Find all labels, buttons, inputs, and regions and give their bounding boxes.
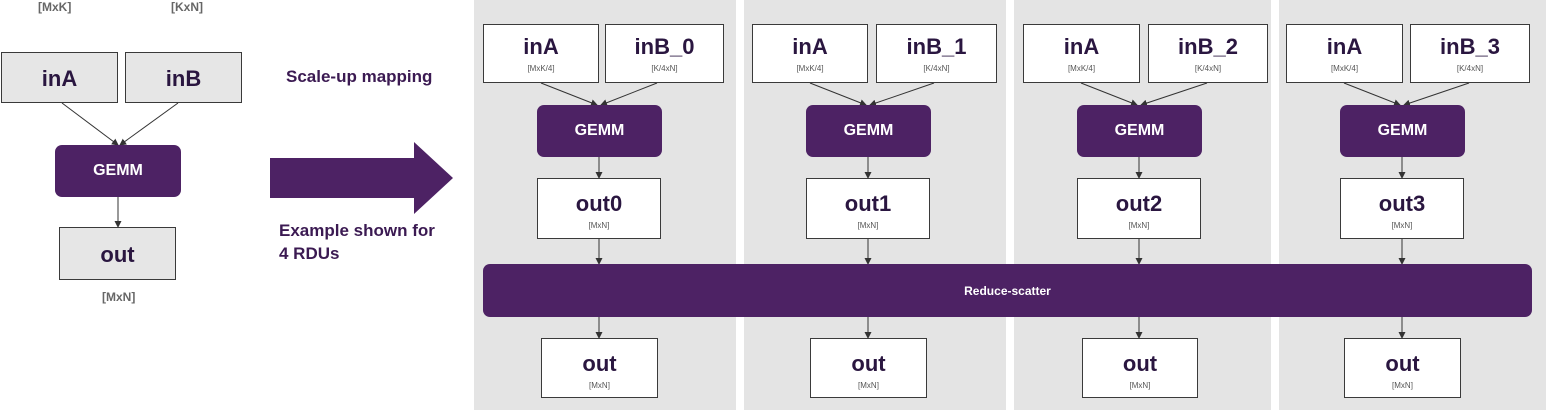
column-2-partial-output-node: out2 [MxN] <box>1077 178 1201 239</box>
node-label: inA <box>792 34 828 59</box>
output-dimension: [MxN] <box>102 290 136 304</box>
op-label: GEMM <box>1114 122 1165 139</box>
node-label: out <box>851 351 886 376</box>
column-3-partial-output-node: out3 [MxN] <box>1340 178 1464 239</box>
node-dimension: [MxN] <box>858 381 879 390</box>
op-label: GEMM <box>843 122 894 139</box>
node-label: out1 <box>844 191 892 216</box>
op-label: GEMM <box>574 122 625 139</box>
reduce-scatter-label: Reduce-scatter <box>964 283 1051 298</box>
node-dimension: [MxK/4] <box>1067 64 1096 73</box>
node-dimension: [MxK/4] <box>796 64 824 73</box>
node-label: inA <box>41 66 78 91</box>
column-3-output-node: out [MxN] <box>1344 338 1461 398</box>
scale-up-arrow-icon <box>270 142 453 214</box>
node-label: out <box>100 242 135 267</box>
node-label: inB_0 <box>634 34 695 59</box>
op-label: GEMM <box>1377 122 1428 139</box>
node-dimension: [MxN] <box>589 381 610 390</box>
node-dimension: [K/4xN] <box>651 64 678 73</box>
node-label: inB <box>165 66 202 91</box>
column-1-input-b-node: inB_1 [K/4xN] <box>876 24 997 83</box>
output-node: out <box>59 227 176 280</box>
column-3-input-a-node: inA [MxK/4] <box>1286 24 1403 83</box>
column-3-input-b-node: inB_3 [K/4xN] <box>1410 24 1530 83</box>
node-label: out <box>582 351 617 376</box>
node-dimension: [MxN] <box>857 221 879 230</box>
gemm-op-node: GEMM <box>55 145 181 197</box>
node-label: out <box>1385 351 1420 376</box>
input-a-dimension: [MxK] <box>38 0 72 14</box>
node-dimension: [K/4xN] <box>1194 64 1222 73</box>
column-1-input-a-node: inA [MxK/4] <box>752 24 868 83</box>
node-dimension: [MxN] <box>1129 381 1151 390</box>
column-1-partial-output-node: out1 [MxN] <box>806 178 930 239</box>
node-label: out3 <box>1378 191 1426 216</box>
input-a-node: inA <box>1 52 118 103</box>
column-0-input-a-node: inA [MxK/4] <box>483 24 599 83</box>
node-label: inB_2 <box>1178 34 1238 59</box>
node-dimension: [MxN] <box>1392 381 1413 390</box>
scale-up-mapping-label: Scale-up mapping <box>286 67 433 86</box>
node-label: inA <box>523 34 559 59</box>
input-b-node: inB <box>125 52 242 103</box>
node-dimension: [K/4xN] <box>923 64 950 73</box>
column-0-partial-output-node: out0 [MxN] <box>537 178 661 239</box>
example-note-line-1: Example shown for <box>279 221 435 240</box>
column-2-output-node: out [MxN] <box>1082 338 1198 398</box>
column-0-input-b-node: inB_0 [K/4xN] <box>605 24 724 83</box>
column-1-output-node: out [MxN] <box>810 338 927 398</box>
node-dimension: [K/4xN] <box>1456 64 1484 73</box>
column-0-gemm-op-node: GEMM <box>537 105 662 157</box>
node-label: inA <box>1063 34 1100 59</box>
column-1-gemm-op-node: GEMM <box>806 105 931 157</box>
node-dimension: [MxN] <box>1128 221 1150 230</box>
node-dimension: [MxK/4] <box>527 64 555 73</box>
example-note-line-2: 4 RDUs <box>279 244 340 263</box>
node-dimension: [MxN] <box>1391 221 1413 230</box>
reduce-scatter-bar: Reduce-scatter <box>483 264 1532 317</box>
column-2-gemm-op-node: GEMM <box>1077 105 1202 157</box>
node-label: out <box>1122 351 1158 376</box>
column-2-input-a-node: inA [MxK/4] <box>1023 24 1140 83</box>
node-dimension: [MxK/4] <box>1330 64 1359 73</box>
node-label: inA <box>1326 34 1363 59</box>
node-label: out0 <box>575 191 623 216</box>
column-0-output-node: out [MxN] <box>541 338 658 398</box>
node-label: inB_1 <box>906 34 967 59</box>
node-dimension: [MxN] <box>588 221 610 230</box>
op-label: GEMM <box>93 162 143 179</box>
column-3-gemm-op-node: GEMM <box>1340 105 1465 157</box>
node-label: inB_3 <box>1440 34 1500 59</box>
column-2-input-b-node: inB_2 [K/4xN] <box>1148 24 1268 83</box>
node-label: out2 <box>1115 191 1163 216</box>
input-b-dimension: [KxN] <box>171 0 203 14</box>
